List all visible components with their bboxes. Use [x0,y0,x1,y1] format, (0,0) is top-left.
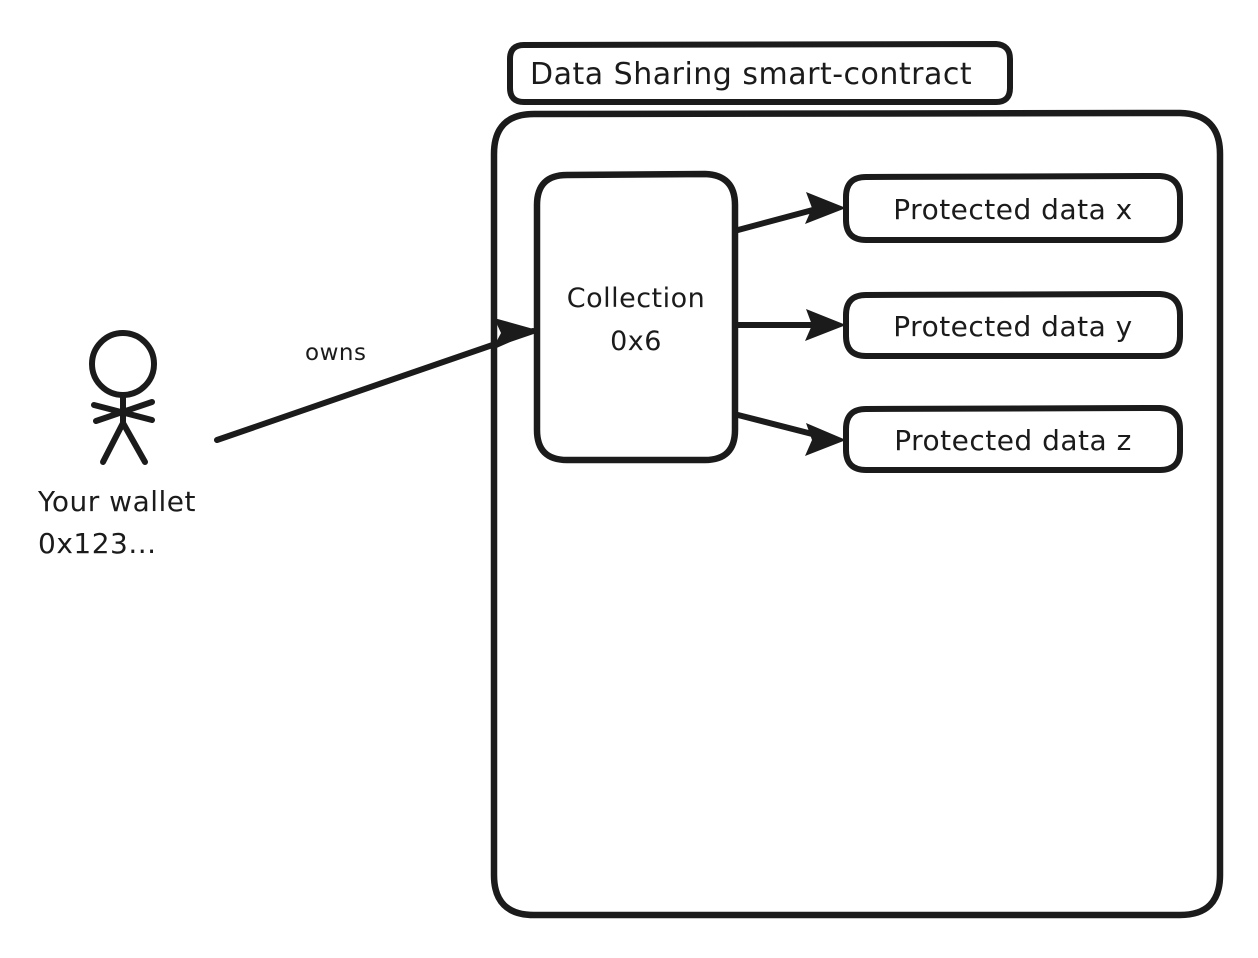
stick-figure-leg-right-icon [120,420,148,465]
protected-data-y-outline [843,291,1183,359]
smart-contract-title-box[interactable]: Data Sharing smart-contract [507,41,1013,105]
smart-contract-title: Data Sharing smart-contract [530,57,972,92]
protected-data-x-label: Protected data x [893,193,1132,226]
edge-collection-to-protected-data-z [735,412,846,456]
edge-z-arrowhead [805,423,846,456]
owns-edge-line [214,328,536,443]
wallet-actor-figure[interactable] [89,330,157,465]
protected-data-node-y[interactable]: Protected data y [843,291,1183,359]
owns-edge-label: owns [305,340,366,366]
protected-data-node-x[interactable]: Protected data x [843,173,1183,243]
protected-data-z-label: Protected data z [894,424,1132,457]
wallet-label-line-1: Your wallet [37,485,196,518]
collection-node-outline [533,170,739,464]
title-box-outline [507,41,1013,105]
stick-figure-leg-left-icon [100,420,126,465]
edge-y-arrowhead [805,309,846,341]
wallet-label: Your wallet 0x123... [37,485,196,560]
protected-data-x-outline [843,173,1183,243]
protected-data-node-z[interactable]: Protected data z [843,405,1183,473]
edge-collection-to-protected-data-y [735,309,846,341]
owns-edge[interactable]: owns [214,318,537,443]
stick-figure-head-icon [89,330,157,398]
edge-x-arrowhead [805,192,846,224]
protected-data-y-label: Protected data y [893,310,1132,343]
stick-figure-arm-right-icon [93,399,155,424]
edge-collection-to-protected-data-x [735,192,846,233]
wallet-label-line-2: 0x123... [38,527,157,560]
protected-data-z-outline [843,405,1183,473]
collection-node[interactable]: Collection 0x6 [533,170,739,464]
collection-label-line-1: Collection [567,283,706,314]
edge-x-line [735,204,827,233]
owns-edge-arrowhead [492,318,537,350]
collection-label-line-2: 0x6 [610,326,662,357]
